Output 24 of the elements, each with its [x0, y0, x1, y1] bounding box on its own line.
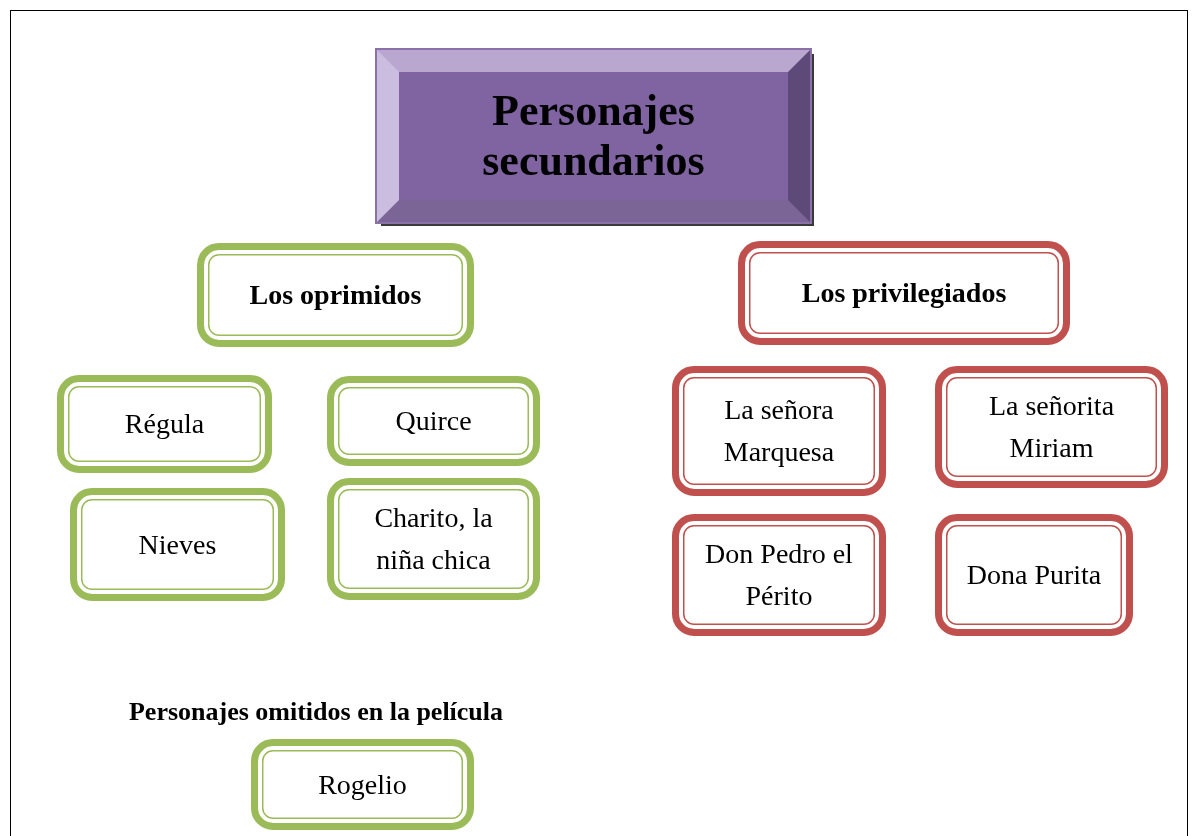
character-name: Nieves: [137, 527, 218, 562]
character-name: Rogelio: [317, 767, 408, 802]
name-box: [935, 366, 1168, 488]
group-heading: Los oprimidos: [248, 278, 423, 312]
name-box: [251, 739, 474, 830]
character-name: Régula: [123, 407, 206, 441]
character-name: La señorita Miriam: [987, 389, 1116, 465]
title-text: Personajes secundarios: [481, 86, 706, 186]
name-box: [672, 514, 886, 636]
character-name: Charito, la niña chica: [373, 501, 494, 577]
name-box: [327, 376, 540, 466]
character-name: Don Pedro el Périto: [704, 537, 854, 613]
group-heading: Los privilegiados: [800, 276, 1008, 310]
name-box: [327, 478, 540, 600]
character-name: Dona Purita: [965, 558, 1103, 592]
character-name: Quirce: [394, 404, 473, 438]
name-box: [57, 375, 272, 473]
name-box: [70, 488, 285, 601]
name-box: [935, 514, 1133, 636]
character-name: La señora Marquesa: [722, 393, 836, 469]
name-box: [672, 366, 886, 496]
group-box: [738, 241, 1070, 345]
section-heading: Personajes omitidos en la película: [128, 697, 504, 727]
group-box: [197, 243, 474, 347]
